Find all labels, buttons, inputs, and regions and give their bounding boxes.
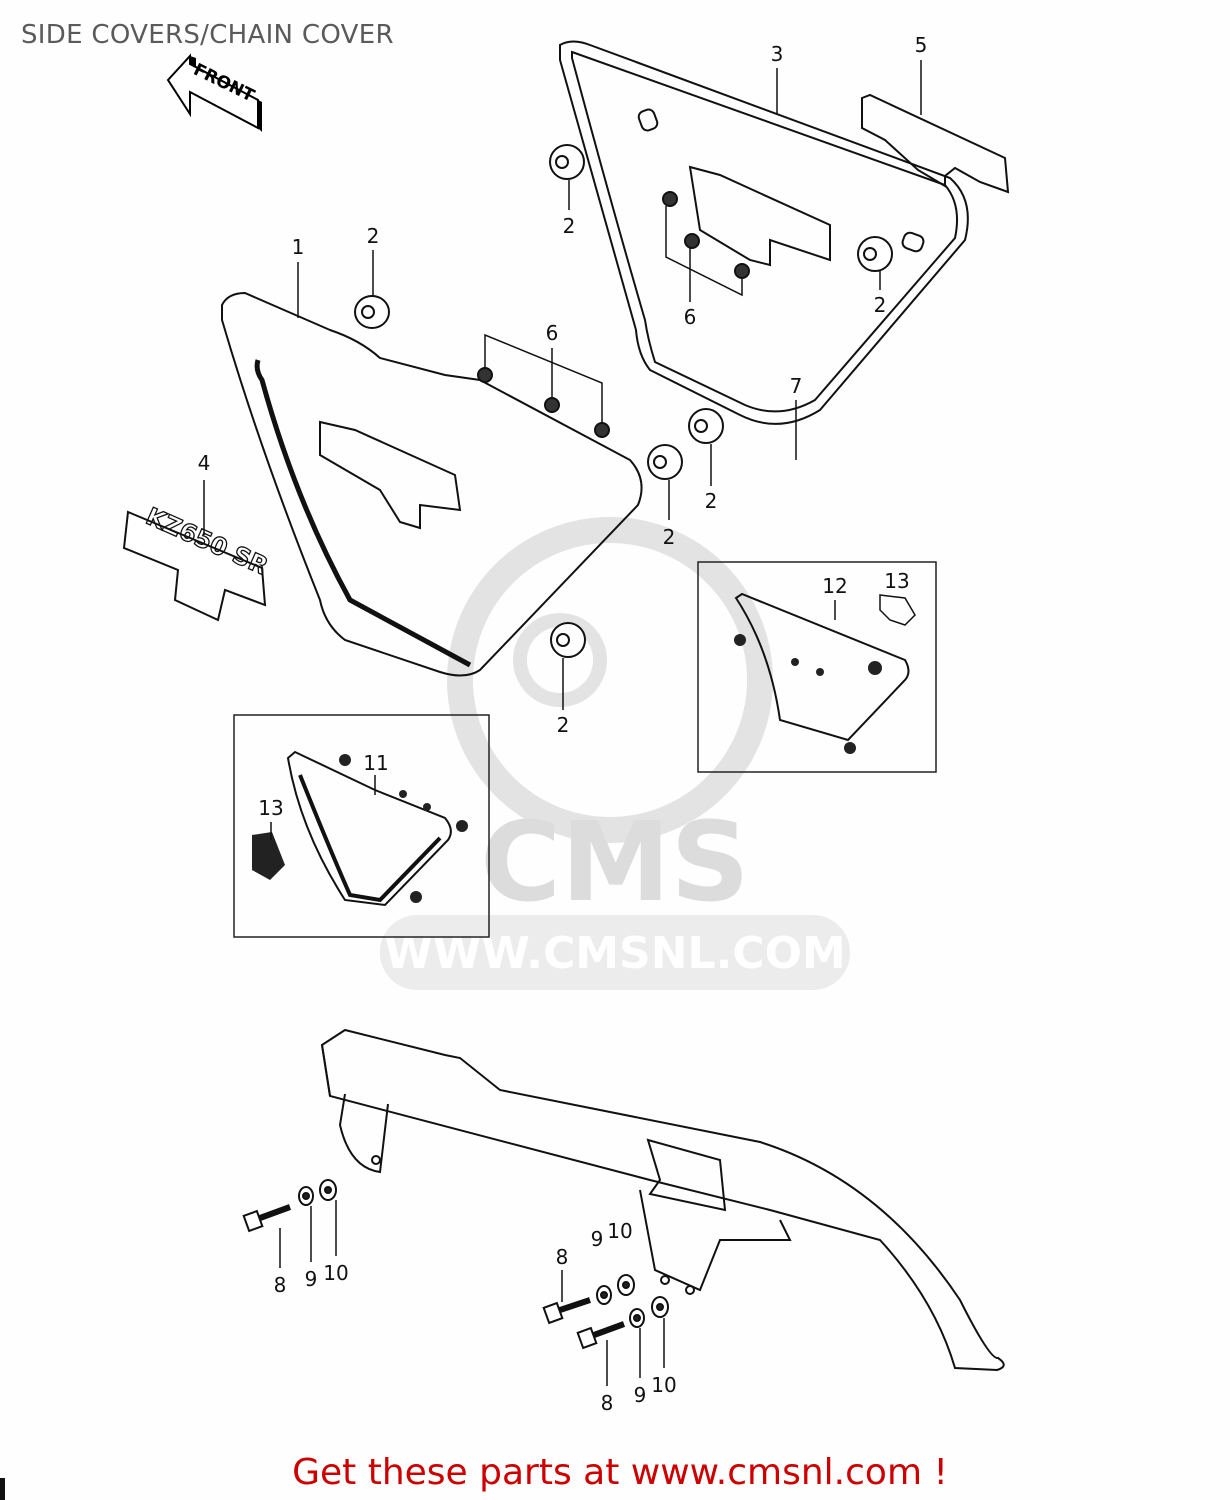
front-arrow-icon: FRONT [166, 53, 262, 132]
fasteners [242, 1179, 669, 1350]
callout-6: 6 [546, 321, 559, 345]
callout-9: 9 [591, 1227, 604, 1251]
bracket-part [861, 93, 1010, 194]
callout-3: 3 [771, 42, 784, 66]
callout-2: 2 [563, 214, 576, 238]
callout-5: 5 [915, 33, 928, 57]
callout-6: 6 [684, 305, 697, 329]
callout-2: 2 [367, 224, 380, 248]
callout-9: 9 [634, 1383, 647, 1407]
callout-8: 8 [601, 1391, 614, 1415]
watermark-url-text: WWW.CMSNL.COM [384, 928, 846, 979]
page-title: SIDE COVERS/CHAIN COVER [21, 20, 394, 50]
edge-mark [0, 1478, 5, 1500]
callout-9: 9 [305, 1267, 318, 1291]
callout-10: 10 [323, 1261, 348, 1285]
callout-13: 13 [884, 569, 909, 593]
callout-10: 10 [651, 1373, 676, 1397]
callout-1: 1 [292, 235, 305, 259]
callout-2: 2 [663, 525, 676, 549]
callout-2: 2 [705, 489, 718, 513]
watermark: CMS WWW.CMSNL.COM [380, 517, 850, 990]
inset-box-left [233, 714, 490, 938]
callout-4: 4 [198, 451, 211, 475]
callout-8: 8 [556, 1245, 569, 1269]
cta-text: Get these parts at www.cmsnl.com ! [292, 1452, 948, 1493]
emblem-part: KZ650 SR [122, 501, 273, 622]
fastener-leader-lines [279, 1200, 665, 1386]
inset-box-right [697, 561, 937, 773]
leader-lines [203, 60, 922, 710]
callout-8: 8 [274, 1273, 287, 1297]
watermark-mascot-icon [447, 517, 773, 843]
side-cover-right-part [559, 40, 969, 425]
callout-7: 7 [790, 374, 803, 398]
nut-parts [477, 191, 750, 438]
callout-11: 11 [363, 751, 388, 775]
side-cover-left-part [221, 291, 643, 677]
watermark-logo-text: CMS [480, 798, 749, 926]
callout-12: 12 [822, 574, 847, 598]
callout-2: 2 [874, 293, 887, 317]
callout-labels: 1 2 2 2 2 2 2 3 4 5 6 6 7 8 9 10 8 9 10 … [198, 33, 928, 1415]
callout-13: 13 [258, 796, 283, 820]
parts-cta-link[interactable]: Get these parts at www.cmsnl.com ! [0, 1452, 1230, 1493]
grommet-parts [354, 144, 893, 658]
callout-10: 10 [607, 1219, 632, 1243]
chain-cover-part [320, 1028, 1005, 1372]
callout-2: 2 [557, 713, 570, 737]
